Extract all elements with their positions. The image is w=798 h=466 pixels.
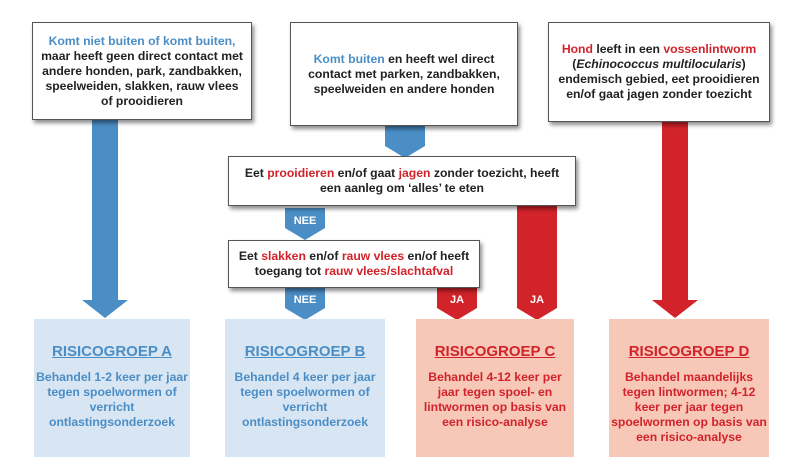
box3-text1: leeft in een	[592, 42, 664, 56]
mid-highlight-prey: prooidieren	[267, 166, 335, 180]
arrow-low-to-group-c-ja	[437, 288, 477, 320]
risk-group-b: RISICOGROEP B Behandel 4 keer per jaar t…	[225, 319, 385, 457]
risk-group-b-desc: Behandel 4 keer per jaar tegen spoelworm…	[234, 370, 376, 429]
mid-text1: Eet	[244, 166, 268, 180]
box3-text3: ) endemisch gebied, eet prooidieren en/o…	[558, 57, 760, 101]
arrow-mid-to-low-nee	[285, 208, 325, 240]
low-highlight-slugs: slakken	[261, 249, 306, 263]
mid-text3: zonder toezicht, heeft een aanleg om ‘al…	[320, 166, 560, 195]
question-box-outdoor-contact: Komt buiten en heeft wel direct contact …	[290, 22, 518, 126]
box1-text: maar heeft geen direct contact met ander…	[41, 48, 243, 108]
tag-ja-1: JA	[449, 294, 465, 306]
risk-group-c-title: RISICOGROEP C	[434, 343, 556, 360]
box3-highlight-dog: Hond	[561, 42, 593, 56]
risk-group-b-title: RISICOGROEP B	[244, 343, 366, 360]
low-highlight-raw-meat: rauw vlees	[341, 249, 405, 263]
low-highlight-offal: rauw vlees/slachtafval	[324, 264, 454, 278]
arrow-box2-to-mid	[385, 126, 425, 158]
box3-text2: (	[572, 57, 577, 71]
question-box-raw-meat: Eet slakken en/of rauw vlees en/of heeft…	[228, 240, 480, 288]
low-text3: en/of heeft toegang tot	[254, 249, 470, 278]
risk-group-c-desc: Behandel 4-12 keer per jaar tegen spoel-…	[423, 370, 567, 429]
risk-group-d-desc: Behandel maandelijks tegen lintwormen; 4…	[611, 370, 767, 444]
mid-highlight-hunting: jagen	[398, 166, 431, 180]
tag-ja-2: JA	[529, 294, 545, 306]
box1-highlight: Komt niet buiten of komt buiten,	[48, 33, 236, 48]
low-text1: Eet	[238, 249, 262, 263]
risk-group-a-title: RISICOGROEP A	[51, 343, 173, 360]
risk-group-d-title: RISICOGROEP D	[628, 343, 750, 360]
arrow-box1-to-group-a	[82, 118, 128, 318]
low-text2: en/of	[305, 249, 342, 263]
tag-nee-1: NEE	[293, 215, 317, 227]
box2-text: en heeft wel direct contact met parken, …	[308, 51, 500, 96]
question-box-fox-tapeworm: Hond leeft in een vossenlintworm (Echino…	[548, 22, 770, 122]
risk-group-d: RISICOGROEP D Behandel maandelijks tegen…	[609, 319, 769, 457]
box2-highlight: Komt buiten	[313, 51, 385, 66]
mid-text2: en/of gaat	[334, 166, 399, 180]
box3-latin-name: Echinococcus multilocularis	[576, 57, 742, 71]
question-box-hunting: Eet prooidieren en/of gaat jagen zonder …	[228, 156, 576, 206]
arrow-low-to-group-b-nee	[285, 288, 325, 320]
risk-group-a: RISICOGROEP A Behandel 1-2 keer per jaar…	[34, 319, 190, 457]
risk-group-c: RISICOGROEP C Behandel 4-12 keer per jaa…	[416, 319, 574, 457]
arrow-mid-to-group-c-ja	[517, 204, 557, 320]
tag-nee-2: NEE	[293, 294, 317, 306]
question-box-indoor: Komt niet buiten of komt buiten, maar he…	[32, 22, 252, 120]
risk-group-a-desc: Behandel 1-2 keer per jaar tegen spoelwo…	[36, 370, 188, 429]
box3-highlight-tapeworm: vossenlintworm	[663, 42, 757, 56]
arrow-box3-to-group-d	[652, 122, 698, 318]
